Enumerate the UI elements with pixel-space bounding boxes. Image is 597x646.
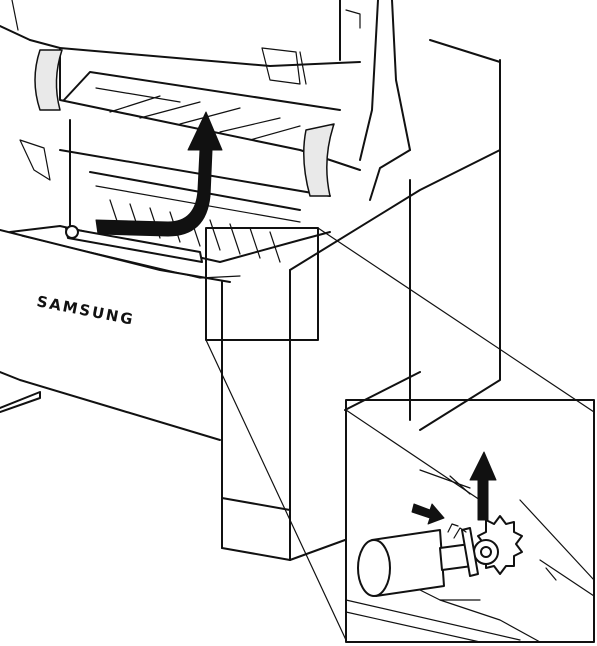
zoom-leader-lines	[205, 227, 595, 641]
roller-area	[65, 171, 301, 263]
printer-body: SAMSUNG	[0, 25, 501, 561]
open-cover	[11, 0, 411, 231]
detail-inset	[345, 399, 595, 643]
up-arrow-icon	[469, 451, 497, 521]
zoom-source-frame	[205, 227, 319, 341]
curved-up-arrow-icon	[95, 111, 223, 237]
diagonal-arrow-icon	[411, 503, 445, 525]
samsung-logo: SAMSUNG	[35, 292, 136, 329]
